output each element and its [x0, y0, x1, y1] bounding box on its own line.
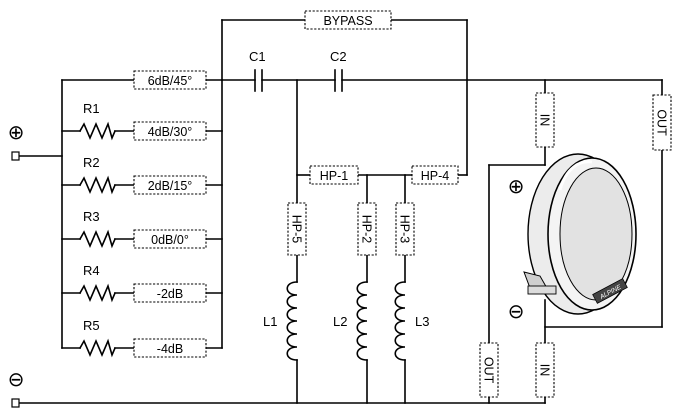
svg-text:6dB/45°: 6dB/45°: [148, 74, 193, 88]
positive-terminal-connector: [11, 151, 20, 161]
svg-text:IN: IN: [538, 364, 552, 377]
hp1-box[interactable]: HP-1: [309, 165, 359, 185]
inductor-l2: [356, 281, 368, 361]
resistor-r3: [78, 229, 117, 249]
svg-text:HP-3: HP-3: [398, 215, 412, 244]
negative-terminal-connector: [11, 398, 20, 408]
out-box-lower[interactable]: OUT: [479, 342, 499, 398]
inductor-l1: [286, 281, 298, 361]
negative-terminal-symbol: ⊖: [8, 369, 25, 391]
positive-terminal-symbol: ⊕: [8, 122, 25, 144]
svg-text:BYPASS: BYPASS: [323, 14, 372, 28]
capacitor-label-c2: C2: [330, 49, 347, 64]
resistor-r5: [78, 338, 117, 358]
svg-text:OUT: OUT: [655, 109, 669, 136]
svg-text:-4dB: -4dB: [157, 342, 183, 356]
capacitor-c2: [334, 69, 343, 92]
in-box-lower[interactable]: IN: [535, 342, 555, 398]
inductor-label-l2: L2: [333, 314, 347, 329]
tap-box-4db[interactable]: 4dB/30°: [133, 121, 207, 141]
inductor-l3: [394, 281, 406, 361]
resistor-r1: [78, 121, 117, 141]
resistor-r2: [78, 175, 117, 195]
tap-box-minus4db[interactable]: -4dB: [133, 338, 207, 358]
speaker-plus-symbol: ⊕: [508, 176, 525, 198]
svg-text:2dB/15°: 2dB/15°: [148, 179, 193, 193]
bypass-box[interactable]: BYPASS: [304, 10, 392, 30]
hp4-box[interactable]: HP-4: [411, 165, 459, 185]
hp5-box[interactable]: HP-5: [287, 202, 307, 256]
svg-text:4dB/30°: 4dB/30°: [148, 125, 193, 139]
svg-text:IN: IN: [538, 114, 552, 127]
hp3-box[interactable]: HP-3: [395, 202, 415, 256]
hp2-box[interactable]: HP-2: [357, 202, 377, 256]
resistor-r4: [78, 283, 117, 303]
inductor-label-l3: L3: [415, 314, 429, 329]
svg-text:HP-5: HP-5: [290, 215, 304, 244]
resistor-label-r5: R5: [83, 318, 100, 333]
svg-text:HP-4: HP-4: [421, 169, 450, 183]
resistor-label-r1: R1: [83, 101, 100, 116]
svg-text:HP-1: HP-1: [320, 169, 349, 183]
resistor-label-r4: R4: [83, 263, 100, 278]
svg-text:HP-2: HP-2: [360, 215, 374, 244]
tap-box-6db[interactable]: 6dB/45°: [133, 70, 207, 90]
resistor-label-r2: R2: [83, 155, 100, 170]
tap-box-minus2db[interactable]: -2dB: [133, 283, 207, 303]
resistor-label-r3: R3: [83, 209, 100, 224]
wires: [15, 19, 663, 404]
tap-box-0db[interactable]: 0dB/0°: [133, 229, 207, 249]
tweeter-speaker-image: ALPINE: [523, 153, 637, 315]
inductor-label-l1: L1: [263, 314, 277, 329]
tap-box-2db[interactable]: 2dB/15°: [133, 175, 207, 195]
svg-text:-2dB: -2dB: [157, 287, 183, 301]
svg-text:0dB/0°: 0dB/0°: [151, 233, 189, 247]
capacitor-label-c1: C1: [249, 49, 266, 64]
speaker-minus-symbol: ⊖: [508, 301, 525, 323]
svg-text:OUT: OUT: [482, 357, 496, 384]
capacitor-c1: [254, 69, 263, 92]
in-box-upper[interactable]: IN: [535, 92, 555, 148]
out-box-right[interactable]: OUT: [652, 94, 672, 151]
